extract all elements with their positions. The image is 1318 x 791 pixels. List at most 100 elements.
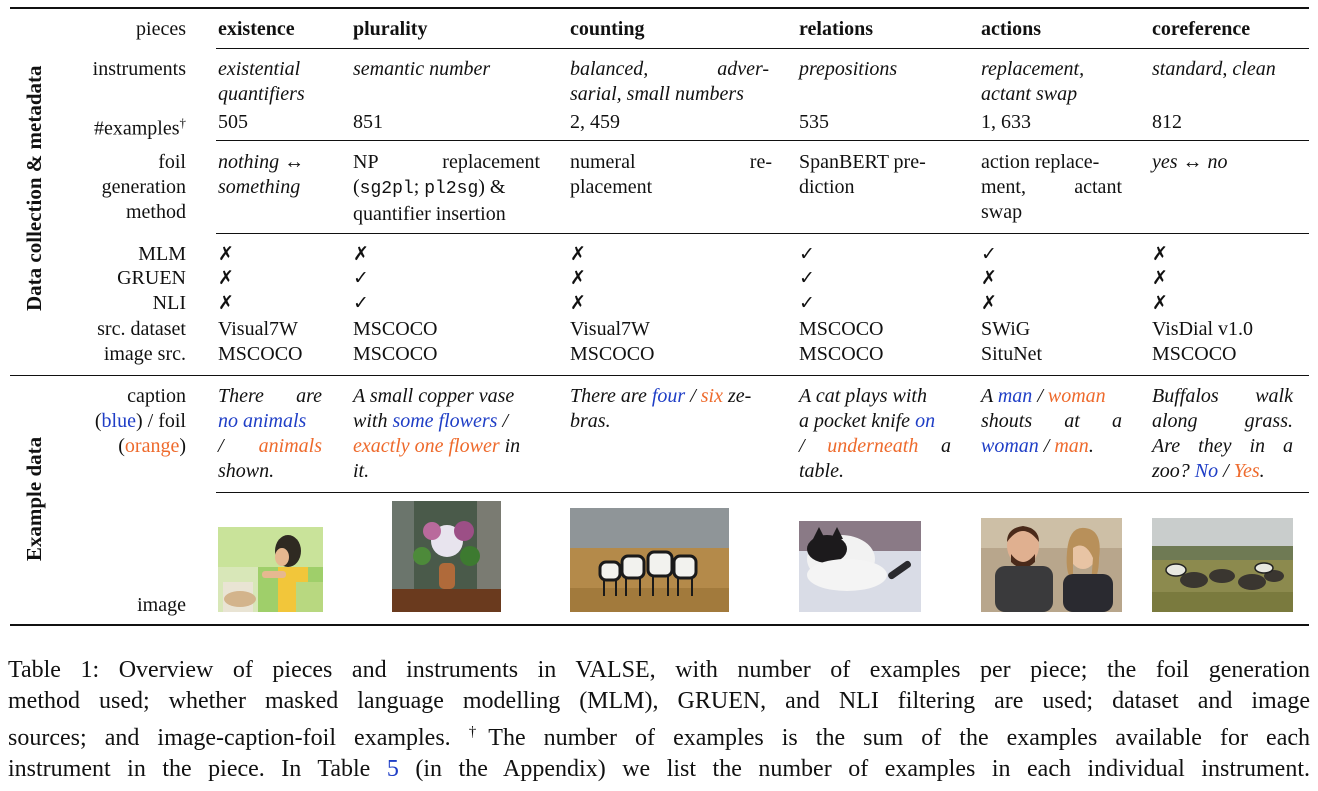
caption-word: / (1218, 460, 1234, 482)
caption-word: / (1032, 385, 1048, 407)
row-label-caption-foil: (blue) / foil (94, 410, 186, 432)
example-image-actions (981, 518, 1122, 612)
foil-orange-text: six (700, 385, 723, 407)
mlm-mark: ✗ (570, 243, 586, 265)
row-label-method: method (126, 201, 186, 223)
dagger-mark: † (468, 724, 489, 740)
image-src: MSCOCO (570, 343, 655, 365)
example-caption: A cat plays with a pocket knife on / und… (799, 384, 951, 484)
foil-method-word: ) & (478, 176, 506, 198)
caption-line: exactly one flower in (353, 434, 540, 459)
row-label-foil: foil (158, 151, 186, 173)
caption-text-line: method used; whether masked language mod… (8, 688, 1310, 714)
foil-method-word: actant (1074, 176, 1122, 198)
caption-line: Are they in a (1152, 434, 1293, 459)
foil-method-arrow: ↔ (1177, 151, 1208, 173)
caption-line: A small copper vase (353, 385, 515, 407)
nli-mark: ✓ (799, 292, 815, 314)
caption-slash: / (799, 435, 828, 457)
buffalo-and-zebras-grassland-photo-icon (1152, 518, 1293, 612)
caption-word: There (218, 385, 264, 407)
gruen-mark: ✗ (981, 267, 997, 289)
image-src: SituNet (981, 343, 1043, 365)
example-image-existence (218, 527, 323, 612)
row-label-image: image (137, 594, 186, 616)
caption-word: walk (1255, 385, 1293, 407)
caption-text: The number of examples is the sum of the… (488, 725, 1311, 751)
instrument-text: prepositions (799, 58, 898, 80)
foil-method-line: ment, actant (981, 175, 1122, 200)
example-image-coreference (1152, 518, 1293, 612)
caption-word: . (1259, 460, 1265, 482)
foil-method-text: yes ↔ no (1152, 150, 1228, 175)
dagger-mark: † (179, 115, 187, 130)
row-label-nli: NLI (152, 292, 186, 314)
piece-header: actions (981, 18, 1041, 40)
row-label-orange: (orange) (118, 435, 186, 457)
image-src: MSCOCO (799, 343, 884, 365)
caption-line: along grass. (1152, 409, 1293, 434)
foil-method-line: SpanBERT pre- (799, 151, 926, 173)
src-dataset: Visual7W (218, 318, 298, 340)
instrument-text: quantifiers (218, 83, 305, 105)
foil-orange-text: exactly one flower (353, 435, 500, 457)
code-pl2sg: pl2sg (424, 179, 479, 199)
mlm-mark: ✗ (218, 243, 234, 265)
gruen-mark: ✓ (353, 267, 369, 289)
foil-method-word: re- (749, 151, 772, 173)
foil-method-word: no (1207, 151, 1228, 173)
caption-word: / (497, 410, 509, 432)
foil-method-text: NP replacement (sg2pl; pl2sg) & quantifi… (353, 150, 540, 227)
caption-word: ze- (722, 385, 752, 407)
foil-orange-text: animals (258, 435, 322, 457)
caption-word: . (1088, 435, 1094, 457)
instrument-text: semantic number (353, 58, 491, 80)
instrument-word: adver- (717, 58, 769, 80)
instrument-text: standard, clean (1152, 57, 1276, 82)
caption-line: shown. (218, 460, 275, 482)
foil-method-text: SpanBERT pre- diction (799, 150, 926, 200)
example-image-counting (570, 508, 729, 612)
top-rule (10, 7, 1309, 9)
caption-line: There are four / six ze- (570, 384, 772, 409)
caption-blue-text: woman (981, 435, 1039, 457)
caption-line: / underneath a (799, 434, 951, 459)
cat-with-knife-photo-icon (799, 521, 921, 612)
src-dataset: VisDial v1.0 (1152, 318, 1254, 340)
caption-blue-text: no animals (218, 410, 307, 432)
foil-method-word: numeral (570, 151, 636, 173)
foil-method-line: diction (799, 176, 855, 198)
code-separator: ; (413, 176, 425, 198)
src-dataset: SWiG (981, 318, 1031, 340)
caption-blue-text: on (915, 410, 936, 432)
caption-line: a pocket knife on (799, 409, 951, 434)
piece-header: existence (218, 18, 295, 40)
instrument-text: balanced, adver- sarial, small numbers (570, 57, 769, 107)
caption-line: with some flowers / (353, 409, 540, 434)
foil-method-line: numeral re- (570, 150, 772, 175)
foil-method-word: replacement (442, 151, 540, 173)
caption-word: zoo? (1152, 460, 1195, 482)
instrument-word: clean (1232, 58, 1276, 80)
row-label-pieces: pieces (136, 18, 186, 40)
mlm-mark: ✓ (799, 243, 815, 265)
instrument-word: balanced, (570, 58, 649, 80)
src-dataset: Visual7W (570, 318, 650, 340)
foil-method-line: quantifier insertion (353, 203, 506, 225)
foil-method-line: swap (981, 201, 1023, 223)
caption-word: Are (1152, 435, 1181, 457)
nli-mark: ✗ (1152, 292, 1168, 314)
caption-line: table. (799, 460, 844, 482)
bottom-rule (10, 624, 1309, 626)
row-label-caption: caption (127, 385, 186, 407)
caption-line: / animals (218, 434, 322, 459)
example-image-relations (799, 521, 921, 612)
gruen-mark: ✗ (218, 267, 234, 289)
table-reference-link[interactable]: 5 (386, 756, 399, 782)
mlm-mark: ✗ (353, 243, 369, 265)
image-src: MSCOCO (218, 343, 303, 365)
foil-method-word: yes (1152, 151, 1178, 173)
example-image-plurality (392, 501, 501, 612)
caption-word: a (941, 435, 951, 457)
